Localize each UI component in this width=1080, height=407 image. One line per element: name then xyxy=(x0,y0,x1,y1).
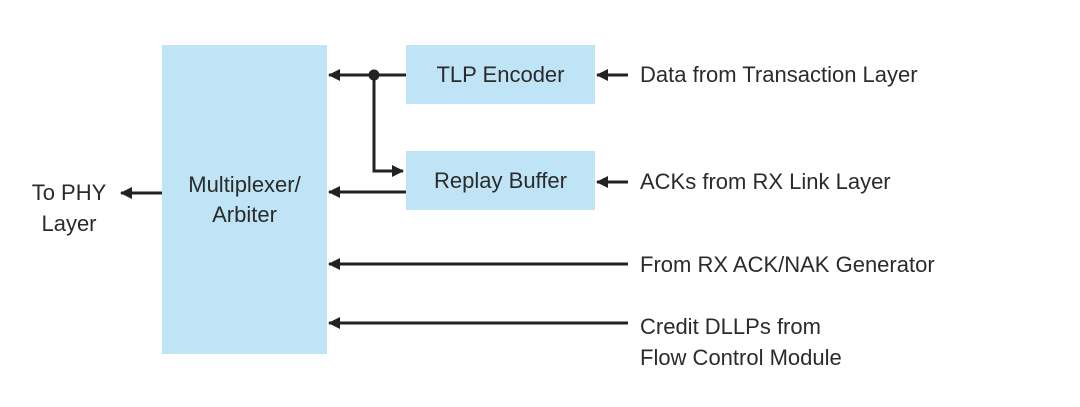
mux-block: Multiplexer/ Arbiter xyxy=(162,45,327,354)
input-credit-dllps: Credit DLLPs from Flow Control Module xyxy=(640,314,842,370)
tlp-encoder-block: TLP Encoder xyxy=(406,45,595,104)
mux-label: Multiplexer/ Arbiter xyxy=(188,171,301,227)
tlp-encoder-label: TLP Encoder xyxy=(436,61,565,87)
output-to-phy-layer: To PHY Layer xyxy=(31,180,107,236)
input-data-from-transaction-layer: Data from Transaction Layer xyxy=(640,62,918,87)
input-from-rx-ack-nak-generator: From RX ACK/NAK Generator xyxy=(640,252,935,277)
arrow-encoder-to-replay xyxy=(372,75,404,177)
replay-buffer-block: Replay Buffer xyxy=(406,151,595,210)
replay-buffer-label: Replay Buffer xyxy=(434,167,567,193)
input-acks-from-rx-link-layer: ACKs from RX Link Layer xyxy=(640,169,891,194)
